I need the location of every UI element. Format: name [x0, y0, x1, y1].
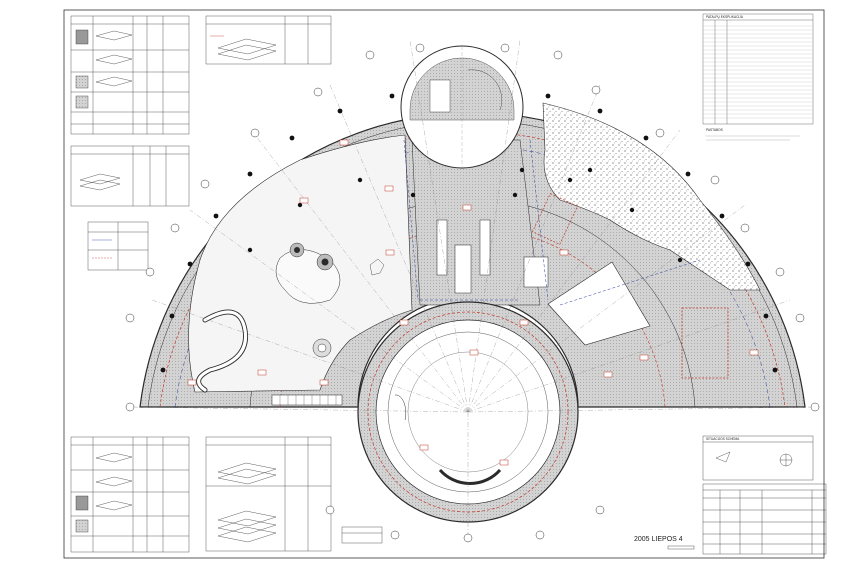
rotunda-stair — [429, 79, 451, 113]
rotunda-stair-bottom — [438, 468, 502, 485]
detail-table-top-left — [70, 15, 190, 135]
fountain-1-core — [294, 247, 300, 253]
detail-legend-left — [87, 221, 149, 271]
room-legend-rows — [703, 25, 813, 119]
right-garden-area — [542, 102, 761, 291]
kiosk — [523, 256, 549, 288]
red-zone-1 — [681, 307, 729, 379]
detail-table-bottom-center — [205, 436, 332, 552]
blue-partitions — [403, 139, 701, 306]
winding-ramp-inner — [197, 310, 248, 392]
detail-table-mid-left — [70, 145, 190, 207]
room-tags — [187, 139, 759, 466]
central-stair-left — [436, 219, 448, 276]
rotunda-entry-left — [394, 394, 407, 421]
structural-columns — [160, 93, 778, 373]
notes-title: PASTABOS — [706, 128, 723, 132]
site-scheme-title: SITUACIJOS SCHEMA — [706, 437, 740, 441]
date-stamp: 2005 LIEPOS 4 — [634, 536, 683, 543]
site-scheme — [702, 435, 814, 481]
axis-bubbles — [125, 43, 820, 543]
fountain-3-core — [317, 343, 327, 353]
scale-bar — [667, 545, 695, 550]
detail-table-bottom-left — [70, 436, 190, 553]
right-terrace — [547, 261, 651, 346]
bottom-stair-treads — [279, 395, 337, 405]
fountain-2-core — [321, 258, 329, 266]
axis-grid — [129, 39, 816, 535]
tree-symbol — [369, 258, 385, 276]
title-block — [702, 483, 827, 555]
central-stair-right — [479, 219, 491, 276]
sheet-border — [63, 9, 825, 559]
legend-title: PATALPŲ EKSPLIKACIJA — [706, 15, 744, 19]
room-legend — [702, 13, 814, 125]
small-legend-bottom — [341, 526, 383, 544]
rotunda-arc — [467, 69, 502, 111]
central-void — [454, 244, 472, 294]
detail-table-top-center — [205, 15, 332, 65]
bottom-stair — [271, 394, 343, 406]
